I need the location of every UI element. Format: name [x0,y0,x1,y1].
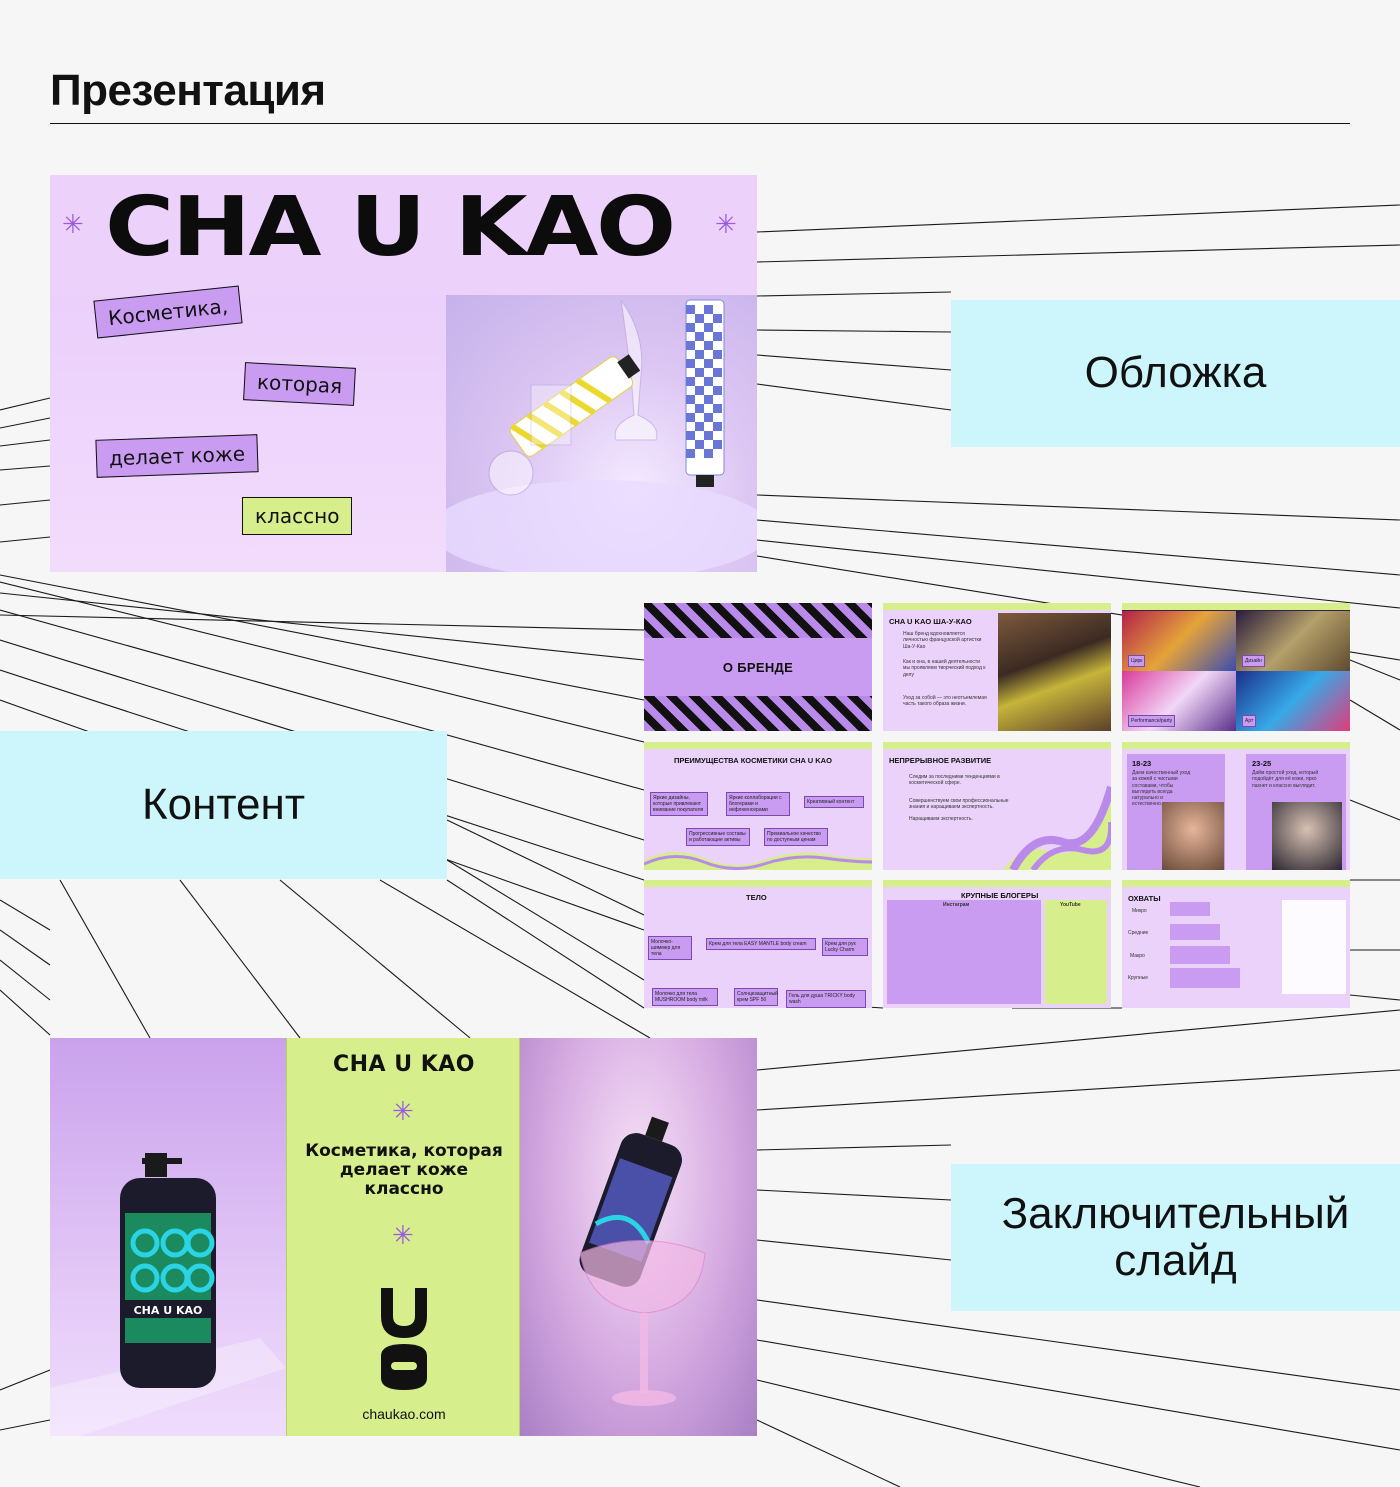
advantage-4: Прогрессивные составы и работающие актив… [686,828,750,846]
bottle-glass-illustration [579,1116,706,1406]
slide-bloggers-heading: КРУПНЫЕ БЛОГЕРЫ [961,891,1039,900]
svg-text:CHA U KAO: CHA U KAO [134,1304,203,1317]
slide-thumb-audience: 18-23 Даем качественный уход за кожей с … [1122,742,1350,870]
slide-advantages-heading: ПРЕИМУЩЕСТВА КОСМЕТИКИ CHA U KAO [674,756,832,765]
youtube-panel [1045,900,1107,1004]
sphere-label-4: Арт [1242,715,1257,727]
final-brand-title: CHA U KAO [332,1052,476,1077]
star-icon: ✳ [392,1220,414,1250]
slide-reach-heading: ОХВАТЫ [1128,894,1161,903]
model-photo-2 [1272,802,1342,870]
slide-body-heading: ТЕЛО [746,893,767,902]
audience-text-1: Даем качественный уход за кожей с чистым… [1132,770,1191,808]
slide-nav [883,742,1111,749]
reach-bar [1170,968,1240,988]
sphere-label-3: Performance/party [1128,715,1176,727]
reach-screenshots [1282,900,1346,994]
final-tagline: Косметика, которая делает коже классно [305,1141,503,1200]
slide-brand-heading: CHA U KAO ША-У-КАО [889,617,972,626]
slide-thumb-development: НЕПРЕРЫВНОЕ РАЗВИТИЕ Следим за последним… [883,742,1111,870]
star-icon: ✳ [715,209,737,239]
label-final: Заключительный слайд [951,1164,1400,1311]
cover-product-illustration [446,299,757,572]
product-4: Молочко для тела MUSHROOM body milk [652,988,718,1006]
label-final-line2: слайд [1114,1235,1237,1285]
reach-tier-4: Крупные [1128,975,1148,981]
brand-logo-icon [381,1288,427,1390]
cover-tag-4: классно [242,497,353,535]
development-point-3: Наращиваем экспертность. [909,816,973,822]
product-5: Солнцезащитный крем SPF 50 [734,988,778,1006]
final-center-panel: CHA U KAO ✳ Косметика, которая делает ко… [286,1038,520,1436]
advantage-1: Яркие дизайны, которые привлекают вниман… [650,792,708,816]
slide-nav [883,603,1111,610]
cover-tag-2: которая [243,362,357,406]
advantage-5: Премиальное качество по доступным ценам [764,828,828,846]
instagram-panel [887,900,1041,1004]
reach-bar [1170,902,1210,916]
reach-tier-1: Микро [1132,908,1147,914]
reach-bar [1170,946,1230,964]
label-final-line1: Заключительный [1001,1189,1350,1239]
slide-thumb-bloggers: КРУПНЫЕ БЛОГЕРЫ Инстаграм YouTube [883,880,1111,1008]
audience-age-2: 23-25 [1252,759,1272,768]
advantage-3: Креативный контент [804,796,864,808]
slide-thumb-brand: CHA U KAO ША-У-КАО Наш бренд вдохновляет… [883,603,1111,731]
slide-nav [883,880,1111,887]
slide-brand-bullet-2: Как и она, в нашей деятельности мы прояв… [903,659,986,678]
label-content: Контент [0,731,447,879]
slide-thumb-about: О БРЕНДЕ [644,603,872,731]
cover-slide: ✳ CHA U KAO ✳ Косметика, которая делает … [50,175,757,572]
final-slide: CHA U KAO CHA U KAO ✳ Косметика, которая… [50,1038,757,1436]
wave-decoration [644,851,872,870]
slide-thumb-body: ТЕЛО Молочко-шиммер для тела Крем для те… [644,880,872,1008]
page-title: Презентация [50,66,326,115]
sphere-label-2: Дизайн [1242,655,1265,667]
cover-brand-title: CHA U KAO [105,180,676,275]
slide-nav [1122,742,1350,749]
final-left-photo: CHA U KAO [50,1038,286,1436]
slide-nav [644,742,872,749]
development-point-2: Совершенствуем свои профессиональные зна… [909,798,1009,811]
slide-thumb-spheres: Цирк Дизайн Performance/party Арт [1122,603,1350,731]
product-6: Гель для душа TRICKY body wash [786,990,866,1008]
audience-age-1: 18-23 [1132,759,1152,768]
audience-text-2: Дайм простой уход, который подойдёт для … [1252,770,1319,789]
slide-nav [644,880,872,887]
reach-tier-2: Средние [1128,930,1149,936]
slide-development-heading: НЕПРЕРЫВНОЕ РАЗВИТИЕ [889,756,992,765]
final-right-photo [520,1038,757,1436]
slide-thumb-advantages: ПРЕИМУЩЕСТВА КОСМЕТИКИ CHA U KAO Яркие д… [644,742,872,870]
development-point-1: Следим за последними тенденциями в косме… [909,774,1000,787]
final-website-link[interactable]: chaukao.com [362,1406,446,1422]
product-3: Крем для рук Lucky Charm [822,938,868,956]
wave-decoration [1003,785,1111,870]
star-icon: ✳ [392,1096,414,1126]
product-1: Молочко-шиммер для тела [648,936,692,960]
cover-product-photo [446,295,757,572]
star-icon: ✳ [62,209,84,239]
cover-tag-3: делает коже [95,434,259,478]
reach-bar [1170,924,1220,940]
product-2: Крем для тела EASY MANTLE body cream [706,938,816,950]
reach-tier-3: Макро [1130,953,1145,959]
sphere-label-1: Цирк [1128,655,1146,667]
slide-thumb-reach: ОХВАТЫ Микро Средние Макро Крупные [1122,880,1350,1008]
instagram-label: Инстаграм [943,902,970,908]
title-divider [50,123,1350,124]
slide-nav [1122,603,1350,610]
model-photo-1 [1162,802,1224,870]
youtube-label: YouTube [1060,902,1081,908]
slide-brand-bullet-3: Уход за собой — это неотъемлемая часть т… [903,695,987,708]
slide-brand-bullet-1: Наш бренд вдохновляется личностью францу… [903,631,982,650]
slide-nav [1122,880,1350,887]
slide-about-title: О БРЕНДЕ [644,638,872,696]
advantage-2: Яркие коллаборации с блогерами и инфлюен… [726,792,790,816]
label-cover: Обложка [951,300,1400,447]
bottle-illustration: CHA U KAO [50,1153,286,1436]
painting-image [998,613,1111,731]
